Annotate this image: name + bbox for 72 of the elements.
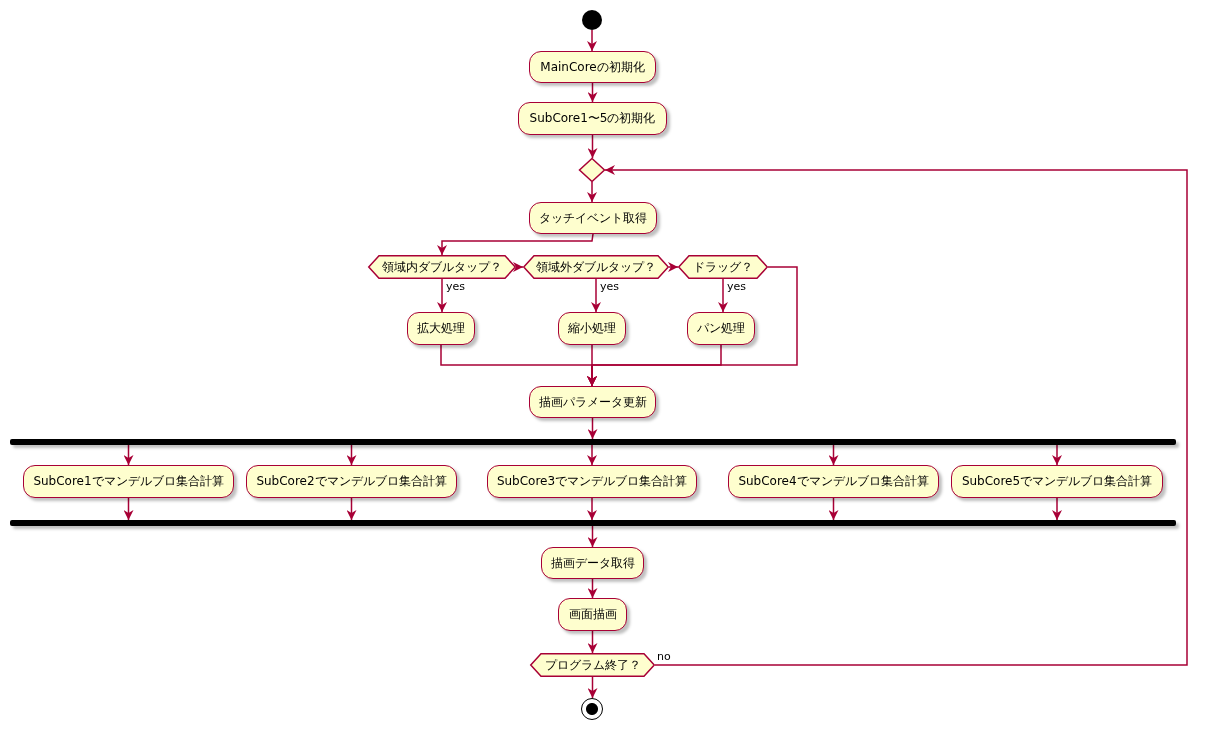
- action-box: [687, 312, 755, 345]
- action-box: [529, 51, 656, 83]
- arrow: [123, 497, 134, 521]
- fork-bar: [10, 520, 1176, 526]
- arrow: [718, 278, 728, 313]
- decision-hexagon: [678, 255, 768, 279]
- decision-hexagon: [368, 255, 516, 279]
- edge-label: yes: [446, 280, 465, 293]
- arrow: [587, 181, 597, 203]
- node-text: SubCore3でマンデルブロ集合計算: [496, 473, 688, 490]
- node-text: 画面描画: [568, 606, 617, 623]
- action-box: [558, 312, 626, 345]
- node-text: ドラッグ？: [693, 258, 753, 276]
- arrow: [587, 630, 598, 654]
- action-box: [951, 465, 1163, 498]
- node-text: 領域外ダブルタップ？: [536, 258, 656, 276]
- node-text: SubCore5でマンデルブロ集合計算: [961, 473, 1153, 490]
- arrow: [513, 262, 524, 272]
- node-text: 縮小処理: [568, 320, 616, 337]
- decision-hexagon: [530, 653, 655, 677]
- node-text: 描画パラメータ更新: [538, 393, 647, 411]
- arrow: [346, 497, 357, 521]
- node-text: プログラム終了？: [544, 656, 641, 674]
- edge-label: no: [657, 650, 671, 663]
- arrow: [1052, 444, 1062, 466]
- end-node: [581, 698, 603, 720]
- arrow: [123, 444, 134, 466]
- node-text: SubCore4でマンデルブロ集合計算: [738, 473, 929, 490]
- action-box: [23, 465, 234, 498]
- node-text: タッチイベント取得: [539, 209, 647, 227]
- start-node: [582, 10, 602, 30]
- action-box: [529, 202, 657, 234]
- decision-hexagon: [523, 255, 669, 279]
- arrow: [828, 497, 839, 521]
- arrow: [587, 29, 597, 52]
- action-box: [487, 465, 697, 498]
- action-box: [728, 465, 939, 498]
- arrow: [668, 262, 679, 272]
- arrow: [587, 417, 598, 440]
- edge-label: yes: [727, 280, 746, 293]
- node-text: SubCore1でマンデルブロ集合計算: [33, 473, 224, 490]
- edge-label: yes: [600, 280, 619, 293]
- node-text: SubCore2でマンデルブロ集合計算: [256, 473, 447, 490]
- action-box: [529, 386, 656, 418]
- arrow: [587, 676, 598, 699]
- arrow: [587, 444, 597, 466]
- node-text: SubCore1〜5の初期化: [529, 110, 656, 127]
- arrow: [604, 165, 1188, 666]
- node-text: パン処理: [697, 320, 745, 337]
- arrow: [587, 525, 598, 548]
- arrow: [587, 134, 598, 159]
- arrow: [1052, 497, 1062, 521]
- action-box: [246, 465, 457, 498]
- node-text: MainCoreの初期化: [540, 58, 645, 76]
- arrow: [587, 578, 598, 599]
- arrow: [587, 497, 597, 521]
- arrow: [437, 233, 594, 256]
- action-box: [407, 312, 475, 345]
- arrow: [587, 266, 798, 387]
- arrow: [346, 444, 357, 466]
- action-box: [518, 102, 667, 135]
- arrow: [591, 278, 601, 313]
- action-box: [541, 547, 644, 579]
- arrow: [437, 278, 447, 313]
- arrow: [587, 82, 598, 103]
- action-box: [558, 598, 627, 631]
- arrow: [828, 444, 839, 466]
- node-text: 拡大処理: [417, 320, 465, 337]
- merge-diamond: [579, 158, 605, 182]
- node-text: 領域内ダブルタップ？: [382, 258, 502, 276]
- fork-bar: [10, 439, 1176, 445]
- node-text: 描画データ取得: [550, 554, 635, 572]
